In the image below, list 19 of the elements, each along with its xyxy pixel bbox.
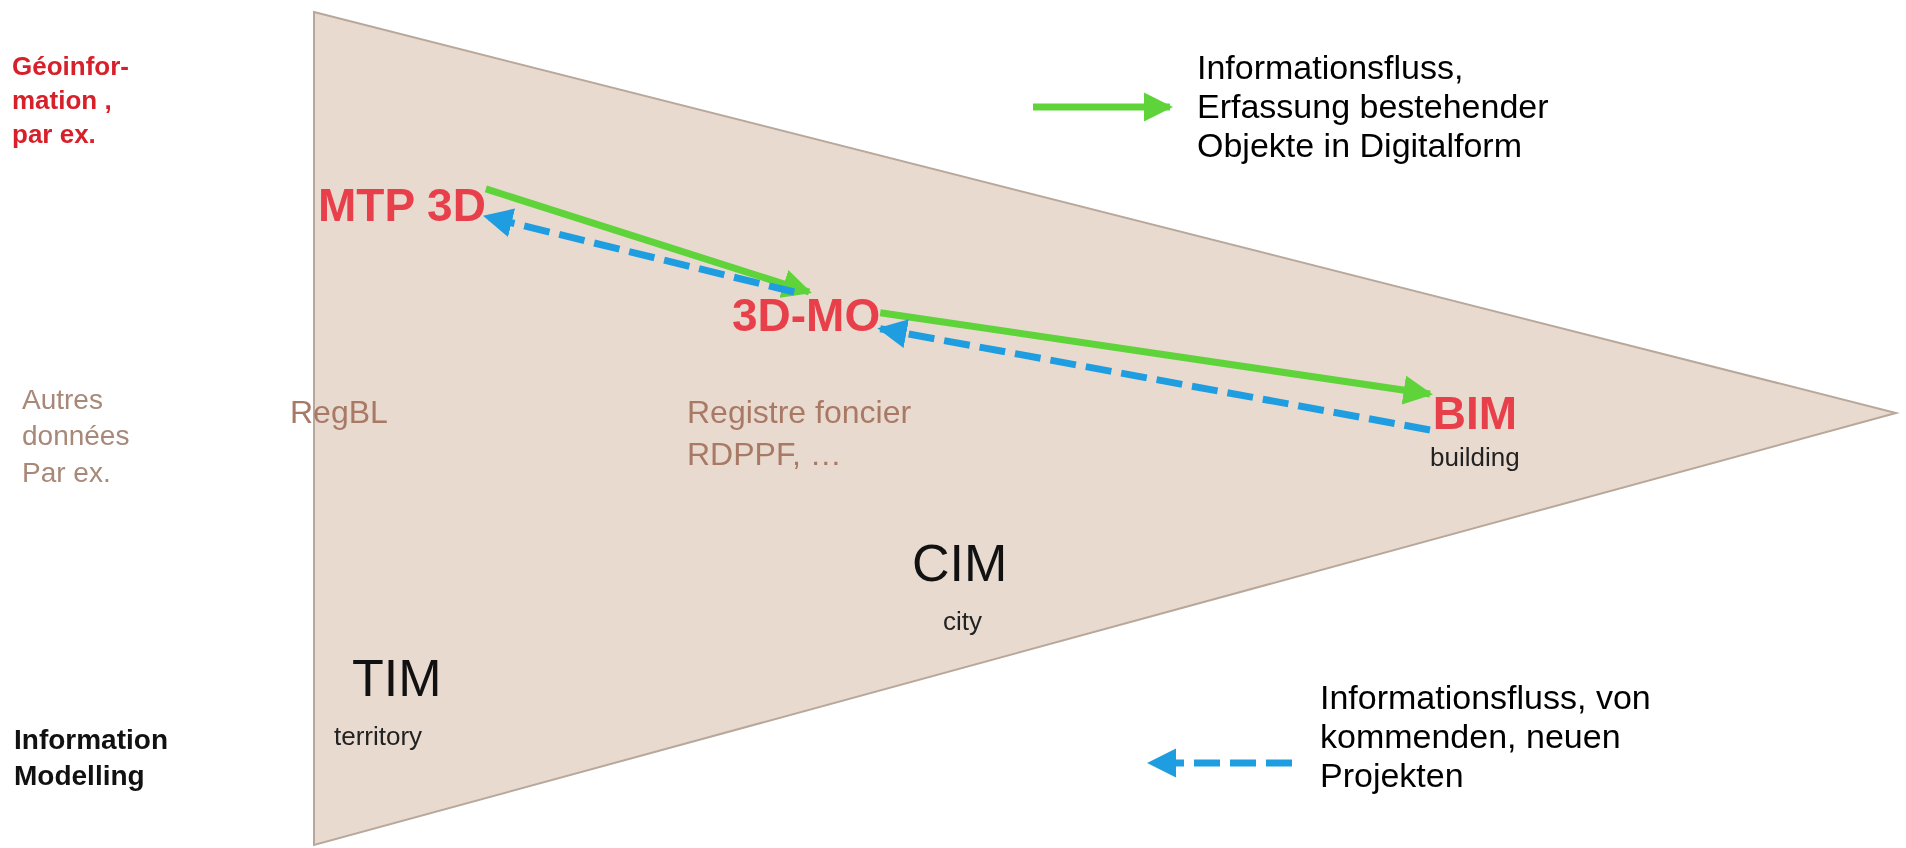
model-caption: city — [943, 605, 982, 638]
side-label: Information Modelling — [14, 723, 169, 794]
legend-text: Informationsfluss, von kommenden, neuen Projekten — [1320, 678, 1652, 796]
node-label: BIM — [1431, 390, 1518, 436]
legend-text: Informationsfluss, Erfassung bestehender Objekte in Digitalform — [1197, 48, 1550, 166]
side-label: Autres données Par ex. — [22, 383, 131, 490]
data-label: RegBL — [290, 393, 388, 432]
side-label: Géoinfor- mation , par ex. — [12, 50, 130, 151]
data-label: Registre foncier RDPPF, … — [687, 393, 913, 474]
node-label: 3D-MO — [732, 292, 881, 338]
model-label: CIM — [912, 533, 1008, 594]
arrow — [877, 319, 1431, 434]
arrow — [483, 208, 796, 296]
node-label: MTP 3D — [318, 182, 486, 228]
arrow — [879, 309, 1433, 405]
model-caption: territory — [334, 720, 423, 753]
arrow — [484, 185, 812, 298]
node-caption: building — [1430, 444, 1520, 470]
model-label: TIM — [352, 648, 442, 709]
